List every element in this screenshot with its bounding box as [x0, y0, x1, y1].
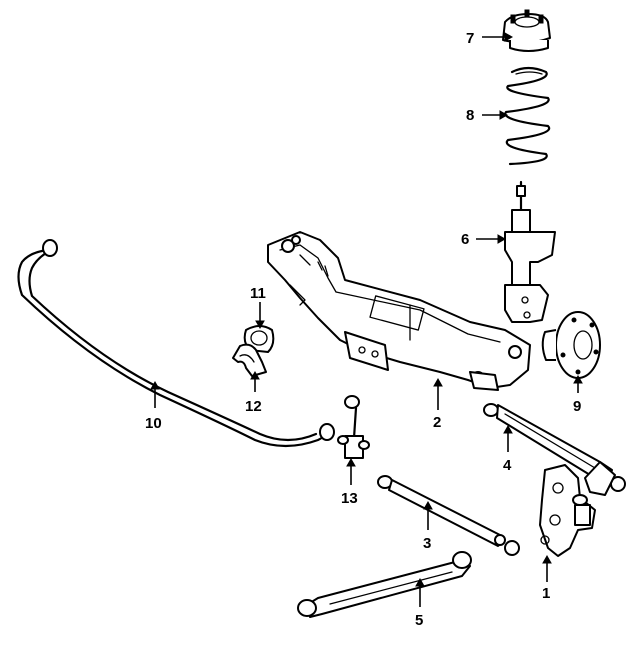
callout-10: 10	[145, 415, 162, 432]
strut-mount	[502, 9, 551, 52]
trailing-arm	[483, 403, 626, 496]
callout-1: 1	[542, 585, 550, 602]
lower-link	[297, 551, 472, 618]
callout-13: 13	[341, 490, 358, 507]
wheel-hub	[541, 311, 601, 379]
callout-9: 9	[573, 398, 581, 415]
lateral-link	[377, 475, 520, 556]
stabilizer-link	[337, 395, 370, 459]
callout-4: 4	[503, 457, 512, 474]
callout-5: 5	[415, 612, 423, 629]
knuckle	[539, 464, 596, 557]
callout-11: 11	[250, 285, 266, 302]
callout-7: 7	[466, 30, 474, 47]
stabilizer-bar	[17, 239, 335, 448]
callout-6: 6	[461, 231, 469, 248]
callout-12: 12	[245, 398, 262, 415]
leader-lines	[150, 32, 583, 607]
callout-8: 8	[466, 107, 474, 124]
coil-spring	[504, 66, 551, 166]
strut	[504, 180, 556, 323]
crossmember	[267, 231, 531, 391]
bushing-bracket	[232, 343, 267, 377]
callout-3: 3	[423, 535, 431, 552]
callout-2: 2	[433, 414, 441, 431]
